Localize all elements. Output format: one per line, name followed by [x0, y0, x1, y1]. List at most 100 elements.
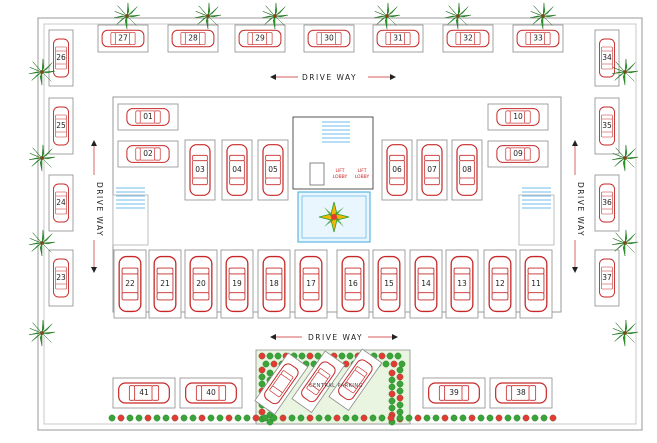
parking-bay: 25: [48, 97, 74, 155]
parking-bay-number: 09: [513, 149, 523, 158]
drive-way-top-label: DRIVE WAY: [302, 73, 357, 82]
shrub-icon: [396, 414, 404, 422]
shrub-icon: [540, 414, 548, 422]
shrub-icon: [266, 369, 274, 377]
parking-bay-number: 27: [118, 34, 128, 43]
parking-bay: 14: [409, 249, 443, 319]
shrub-icon: [270, 414, 278, 422]
drive-way-right-label: DRIVE WAY: [576, 182, 585, 237]
palm-tree-icon: [28, 319, 56, 347]
shrub-icon: [162, 414, 170, 422]
parking-bay: 30: [303, 24, 355, 53]
parking-bay-number: 17: [306, 279, 316, 288]
shrub-icon: [258, 380, 266, 388]
courtyard-inner: [301, 195, 367, 239]
core-stair-icon: [322, 121, 350, 143]
shrub-icon: [382, 360, 390, 368]
palm-tree-icon: [28, 229, 56, 257]
parking-bay-number: 08: [462, 165, 472, 174]
parking-bay-number: 34: [602, 53, 612, 62]
shrub-icon: [396, 366, 404, 374]
lift-lobby-label-2: LOBBY: [355, 174, 370, 180]
parking-bay: 12: [483, 249, 517, 319]
parking-bay: 28: [167, 24, 219, 53]
outer-boundary-wall: [37, 17, 643, 431]
shrub-icon: [459, 414, 467, 422]
parking-bay-number: 11: [531, 279, 541, 288]
parking-bay: 06: [381, 139, 413, 201]
shrub-icon: [324, 414, 332, 422]
parking-bay-number: 24: [56, 198, 66, 207]
shrub-icon: [262, 360, 270, 368]
flower-icon: [258, 366, 266, 374]
flower-icon: [279, 414, 287, 422]
flower-icon: [441, 414, 449, 422]
parking-bay: 01: [117, 103, 179, 131]
shrub-icon: [180, 414, 188, 422]
parking-bay-number: 18: [269, 279, 279, 288]
parking-bay: 35: [594, 97, 620, 155]
shrub-icon: [314, 352, 322, 360]
shrub-icon: [207, 414, 215, 422]
lift-label-1: LIFT: [335, 168, 344, 174]
flower-icon: [258, 352, 266, 360]
shrub-icon: [351, 414, 359, 422]
parking-bay-number: 36: [602, 198, 612, 207]
parking-bay-number: 12: [495, 279, 505, 288]
angled-parking-bay: [254, 352, 309, 415]
parking-bay-number: 15: [384, 279, 394, 288]
shrub-icon: [423, 414, 431, 422]
shrub-icon: [450, 414, 458, 422]
drive-way-bottom-label: DRIVE WAY: [308, 333, 363, 342]
parking-bay: 02: [117, 140, 179, 168]
right-stair-icon: [522, 187, 551, 209]
parking-bay: 07: [416, 139, 448, 201]
shrub-icon: [396, 387, 404, 395]
parking-bay: 34: [594, 29, 620, 87]
shrub-icon: [396, 408, 404, 416]
parking-bay-number: 19: [232, 279, 242, 288]
drive-way-right: DRIVE WAY: [572, 140, 585, 273]
parking-bay-number: 02: [143, 149, 153, 158]
flower-icon: [252, 414, 260, 422]
flower-icon: [396, 373, 404, 381]
flower-icon: [388, 390, 396, 398]
shrub-icon: [243, 414, 251, 422]
flower-icon: [390, 360, 398, 368]
shrub-icon: [388, 404, 396, 412]
parking-bay-number: 41: [139, 388, 149, 397]
parking-bay: 15: [372, 249, 406, 319]
parking-bay: 21: [148, 249, 182, 319]
central-angled-parking: [254, 348, 383, 415]
parking-bay: 08: [451, 139, 483, 201]
shrub-icon: [261, 414, 269, 422]
flower-icon: [522, 414, 530, 422]
parking-bay: 10: [487, 103, 549, 131]
flower-icon: [549, 414, 557, 422]
shrub-icon: [504, 414, 512, 422]
parking-bay: 31: [372, 24, 424, 53]
shrub-icon: [126, 414, 134, 422]
central-parking-label: CENTRAL PARKING: [309, 383, 363, 389]
shrub-icon: [386, 352, 394, 360]
shrub-icon: [234, 414, 242, 422]
left-stair-block: [112, 194, 149, 246]
parking-bay-number: 37: [602, 273, 612, 282]
parking-bay-number: 07: [427, 165, 437, 174]
parking-bay-number: 39: [449, 388, 459, 397]
flower-icon: [117, 414, 125, 422]
palm-tree-icon: [611, 319, 639, 347]
shrub-icon: [346, 352, 354, 360]
parking-bay: 11: [519, 249, 553, 319]
parking-bay-number: 26: [56, 53, 66, 62]
parking-bay-number: 28: [188, 34, 198, 43]
flower-icon: [270, 360, 278, 368]
parking-bay-number: 31: [393, 34, 403, 43]
parking-bay: 09: [487, 140, 549, 168]
parking-bay: 32: [442, 24, 494, 53]
parking-bay-number: 06: [392, 165, 402, 174]
shrub-icon: [378, 414, 386, 422]
shrub-icon: [258, 373, 266, 381]
shrub-icon: [388, 397, 396, 405]
